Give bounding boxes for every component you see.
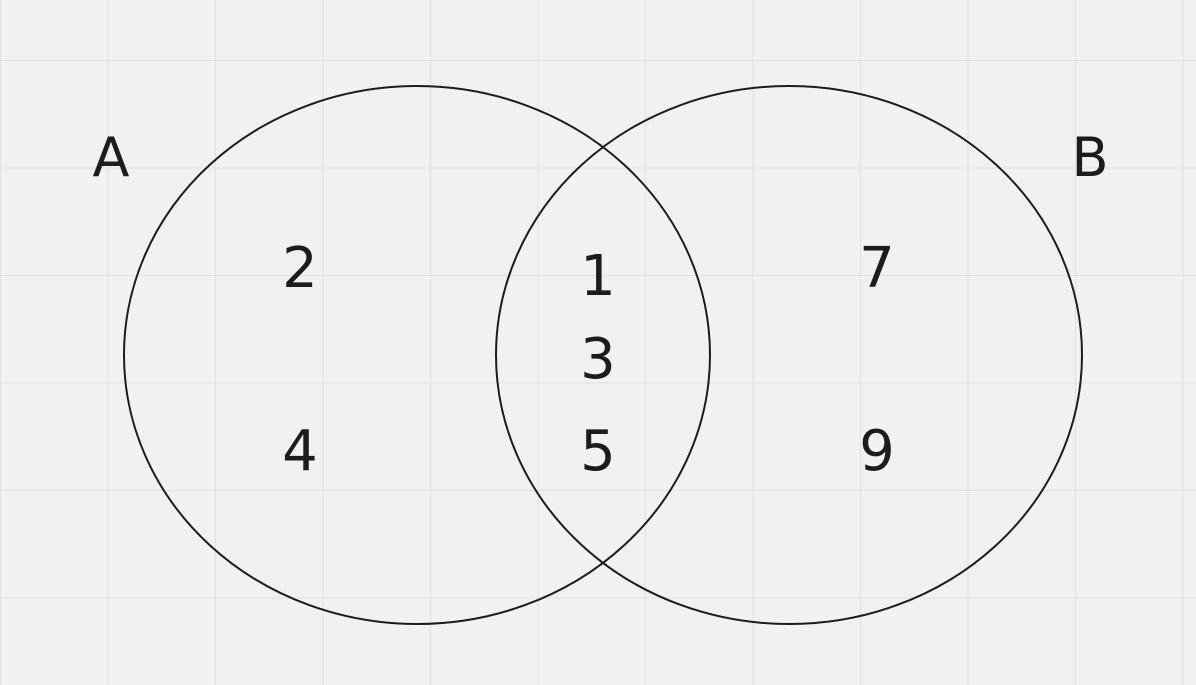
set-b-element: 7 (859, 236, 895, 301)
set-a-label: A (93, 126, 130, 189)
set-a-element: 4 (282, 419, 318, 484)
set-b-label: B (1071, 126, 1108, 189)
set-b-element: 9 (859, 419, 895, 484)
intersection-element: 3 (580, 327, 616, 392)
intersection-element: 5 (580, 419, 616, 484)
intersection-element: 1 (580, 244, 616, 309)
set-a-circle (123, 85, 711, 625)
set-b-circle (495, 85, 1083, 625)
set-a-element: 2 (282, 236, 318, 301)
